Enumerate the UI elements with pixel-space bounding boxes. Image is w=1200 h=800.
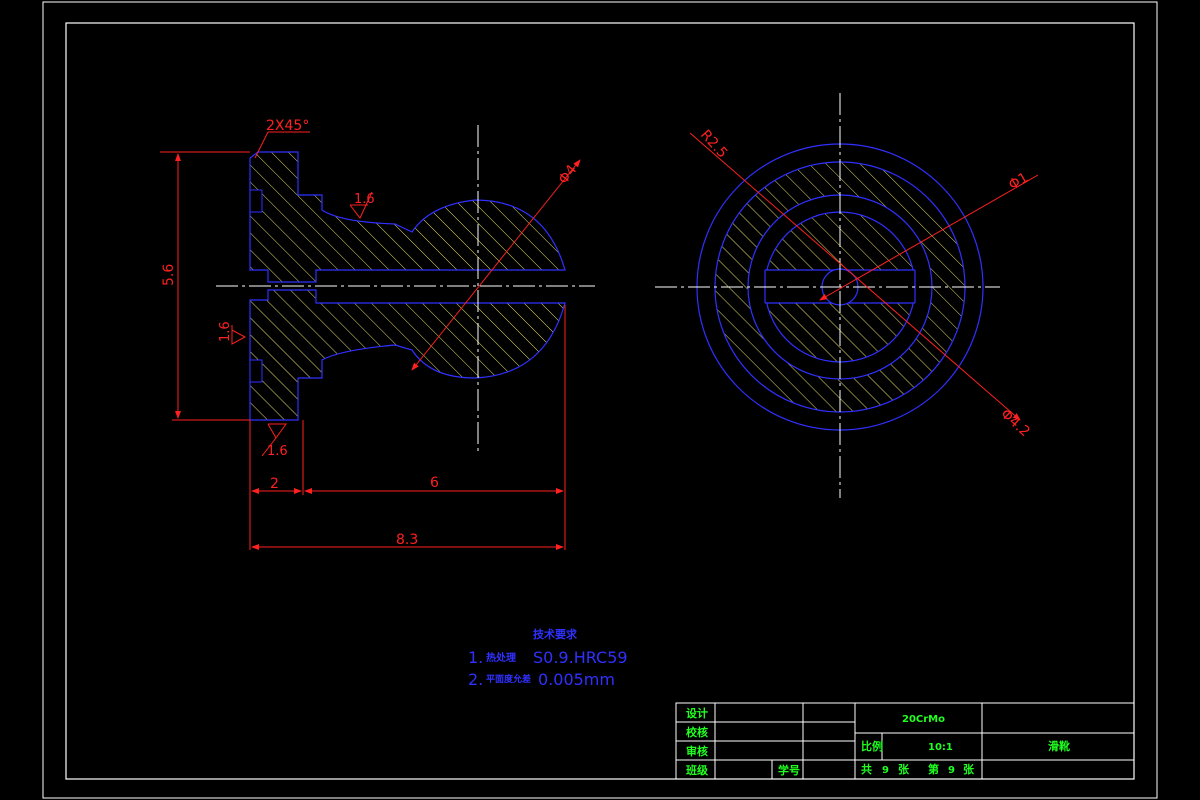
front-dimension-texts: 2X45° 5.6 1.6 1.6 1.6 2 6 8.3 Φ4: [161, 118, 580, 548]
row-check: 校核: [686, 725, 708, 739]
note2-prefix: 2.: [468, 670, 483, 689]
part-name: 滑靴: [1048, 739, 1070, 753]
side-dimensions: [689, 132, 1039, 421]
sheets-total: 9: [882, 765, 889, 776]
title-block-texts: 设计 校核 审核 班级 学号 20CrMo 比例 10:1 滑靴 共 9 张 第…: [686, 706, 1070, 777]
note1-label: 热处理: [486, 651, 516, 664]
notch-bottom: [249, 359, 263, 383]
radius-label: R2.5: [697, 127, 730, 161]
roughness-top-label: 1.6: [354, 192, 375, 207]
sheet-no-label: 第: [928, 762, 939, 776]
total-length-label: 8.3: [396, 532, 418, 548]
height-label: 5.6: [161, 264, 177, 286]
front-section-view: [216, 125, 595, 452]
note2-value: 0.005mm: [538, 670, 615, 689]
scale-value: 10:1: [928, 742, 953, 753]
sheets-total-label: 共: [861, 762, 872, 776]
note1-prefix: 1.: [468, 648, 483, 667]
sheets-unit-1: 张: [898, 762, 910, 776]
width-flange-label: 2: [270, 476, 279, 492]
upper-section: [249, 151, 566, 283]
notch-top: [249, 189, 263, 213]
row-class: 班级: [686, 763, 709, 777]
technical-notes: 技术要求 1. 热处理 S0.9.HRC59 2. 平面度允差 0.005mm: [468, 627, 628, 689]
notes-title: 技术要求: [533, 627, 578, 641]
student-no-label: 学号: [778, 763, 800, 777]
inner-frame: [65, 22, 1135, 780]
outer-frame: [42, 1, 1158, 799]
roughness-bottom-label: 1.6: [267, 444, 288, 459]
material-label: 20CrMo: [902, 714, 945, 725]
title-block: [675, 702, 1135, 780]
note2-label: 平面度允差: [486, 673, 531, 685]
chamfer-label: 2X45°: [266, 118, 309, 134]
row-review: 审核: [686, 744, 708, 758]
side-view: [655, 93, 1000, 498]
hole-dia-label: Φ1: [1006, 170, 1031, 194]
scale-label: 比例: [861, 739, 883, 753]
row-design: 设计: [686, 706, 708, 720]
outer-dia-label: Φ4.2: [997, 406, 1032, 440]
ball-dia-label: Φ4: [556, 162, 581, 188]
roughness-left-label: 1.6: [218, 321, 233, 342]
lower-section: [249, 289, 566, 421]
note1-value: S0.9.HRC59: [533, 648, 628, 667]
front-dimensions: [160, 131, 581, 550]
sheets-unit-2: 张: [963, 762, 975, 776]
sheet-no: 9: [948, 765, 955, 776]
width-body-label: 6: [430, 475, 439, 491]
